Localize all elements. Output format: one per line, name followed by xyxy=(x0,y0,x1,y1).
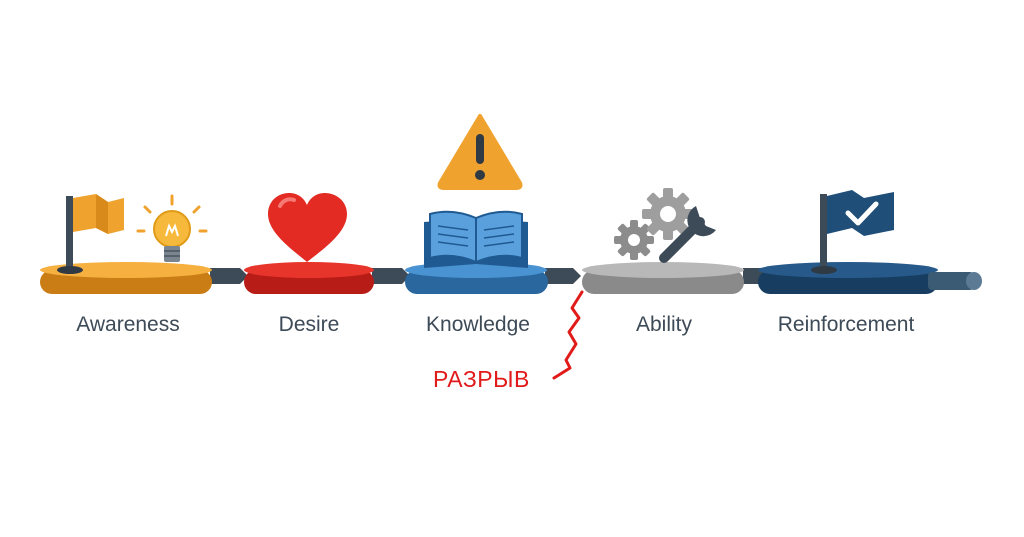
warning-icon xyxy=(437,114,523,190)
rod-end xyxy=(928,272,982,290)
open-book-icon xyxy=(424,210,528,268)
stage-label-ability: Ability xyxy=(635,313,693,336)
connectors xyxy=(210,268,770,284)
flag-icon xyxy=(57,194,124,274)
checkmark-flag-icon xyxy=(811,190,894,274)
gears-icon xyxy=(614,188,694,260)
platform-ability xyxy=(582,262,744,294)
platform-awareness xyxy=(40,262,212,294)
wrench-icon xyxy=(659,206,716,263)
stage-label-awareness: Awareness xyxy=(76,313,180,336)
connector-arrow xyxy=(210,268,248,284)
heart-icon xyxy=(268,193,347,262)
gap-label: РАЗРЫВ xyxy=(433,366,530,392)
stage-label-desire: Desire xyxy=(278,313,340,336)
connector-arrow xyxy=(372,268,410,284)
platform-desire xyxy=(244,262,374,294)
stage-label-reinforcement: Reinforcement xyxy=(777,313,915,336)
stage-label-knowledge: Knowledge xyxy=(426,313,530,336)
platform-reinforcement xyxy=(758,262,938,294)
connector-arrow xyxy=(545,268,581,284)
lightbulb-icon xyxy=(136,194,208,262)
gap-crack xyxy=(552,290,584,380)
